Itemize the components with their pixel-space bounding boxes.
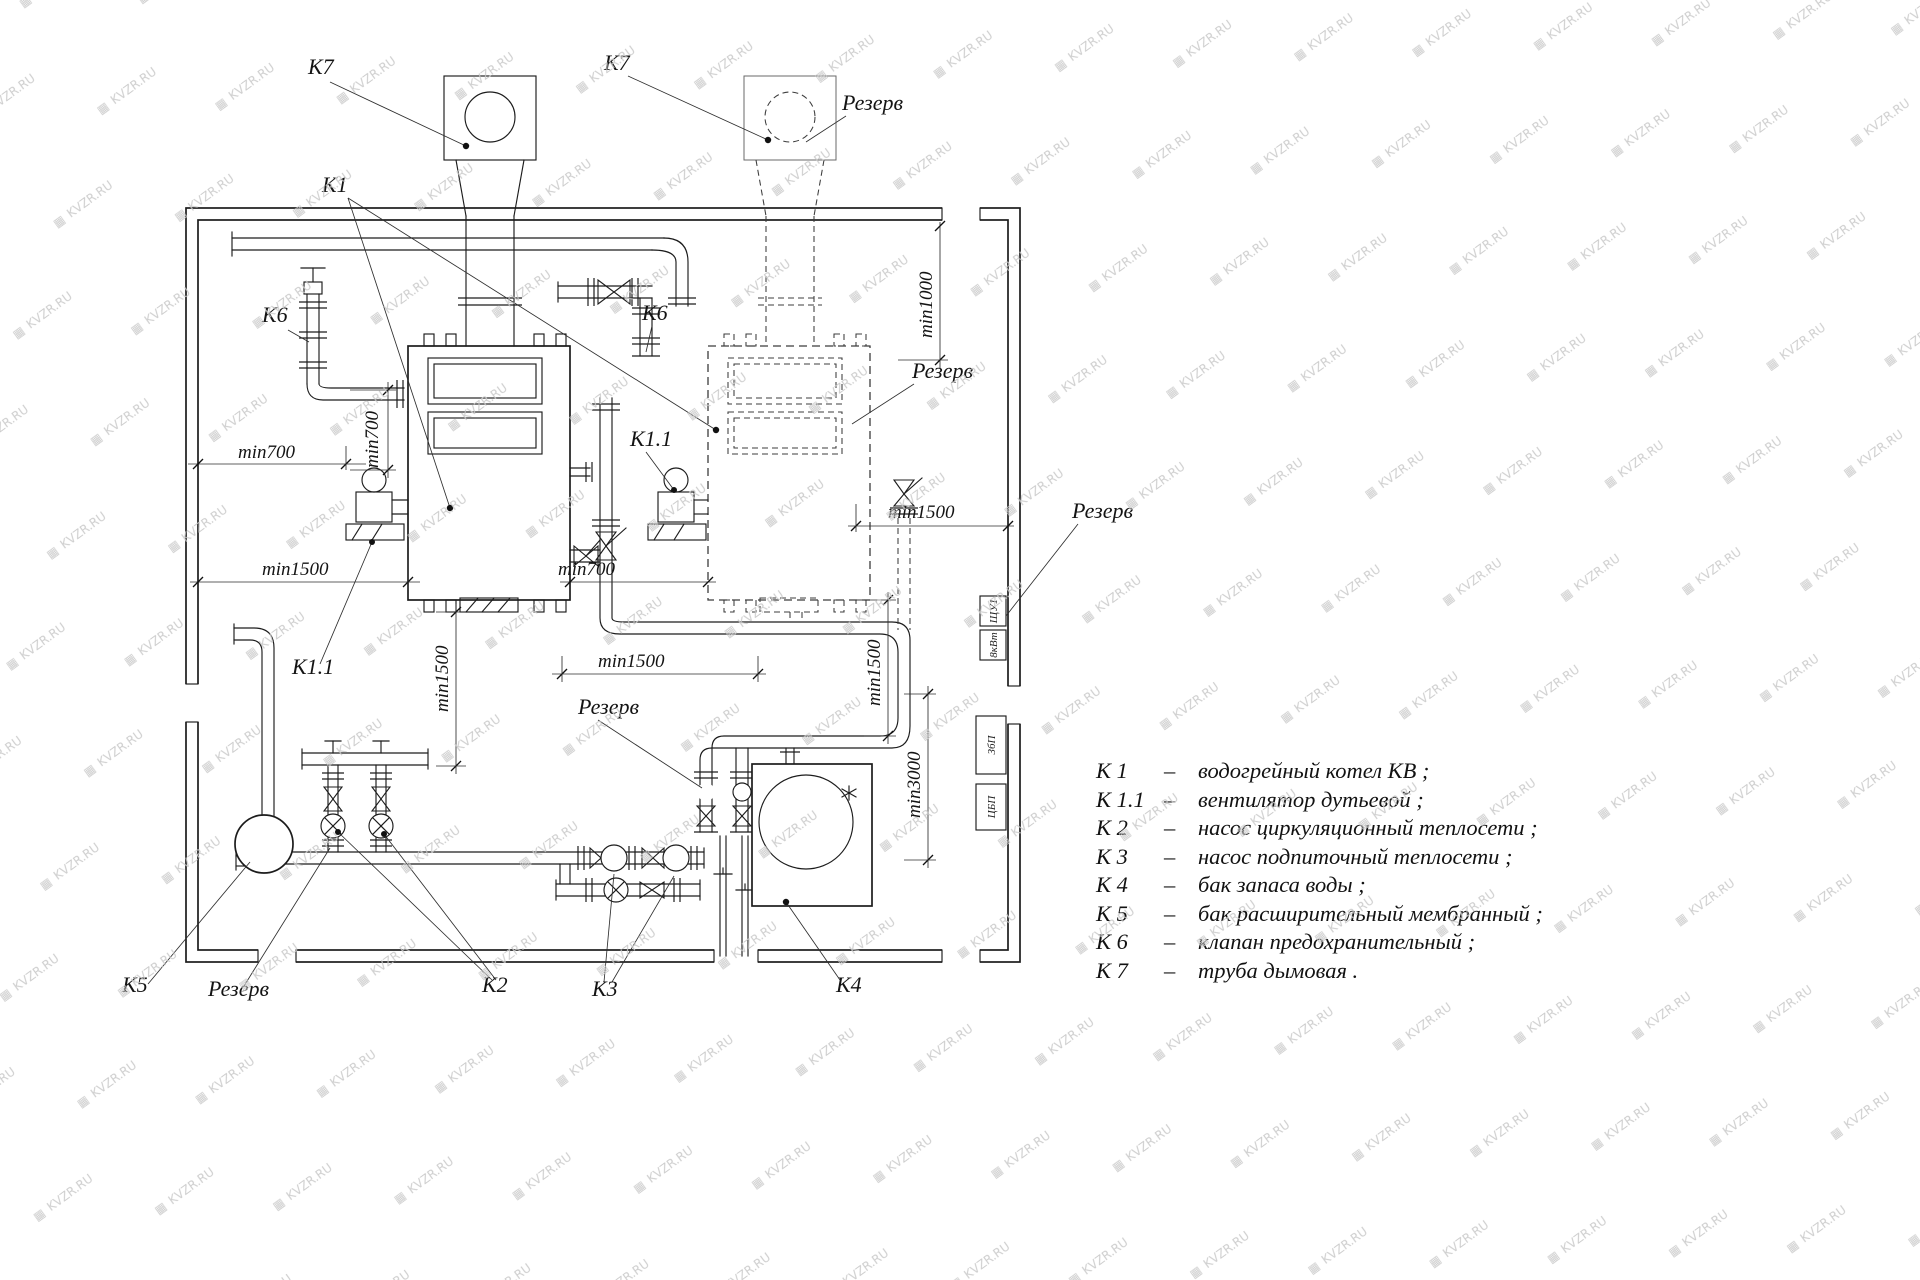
plan-drawing: ▦ KVZR.RU ▦ KVZR.RU	[0, 0, 1920, 1280]
watermark-overlay	[0, 0, 1920, 1280]
boiler-room-plan-canvas: ▦ KVZR.RU ▦ KVZR.RU	[0, 0, 1920, 1280]
